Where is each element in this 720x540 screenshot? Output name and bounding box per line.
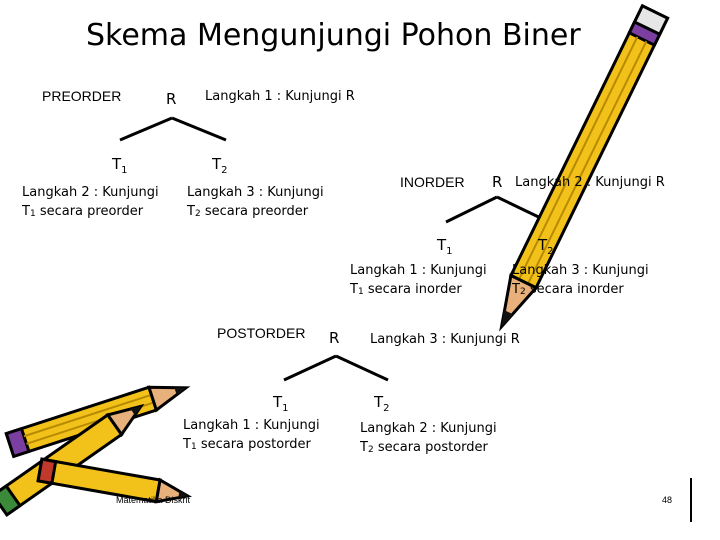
postorder-root-step: Langkah 3 : Kunjungi R xyxy=(370,330,520,349)
postorder-edge-left xyxy=(284,356,336,380)
preorder-edge-right xyxy=(172,118,226,140)
postorder-edge-right xyxy=(336,356,388,380)
preorder-edges xyxy=(120,118,226,140)
footer-divider xyxy=(690,478,692,522)
postorder-left-step: Langkah 1 : Kunjungi T1 secara postorder xyxy=(183,416,320,457)
postorder-left-node: T1 xyxy=(273,393,289,414)
postorder-label: POSTORDER xyxy=(217,325,305,341)
inorder-left-node: T1 xyxy=(437,236,453,257)
inorder-edge-left xyxy=(446,197,497,222)
inorder-left-step: Langkah 1 : Kunjungi T1 secara inorder xyxy=(350,261,487,302)
inorder-label: INORDER xyxy=(400,174,465,190)
postorder-right-step: Langkah 2 : Kunjungi T2 secara postorder xyxy=(360,419,497,460)
inorder-right-step: Langkah 3 : Kunjungi T2 secara inorder xyxy=(512,261,649,302)
page-title: Skema Mengunjungi Pohon Biner xyxy=(86,18,581,53)
inorder-root-step: Langkah 2 : Kunjungi R xyxy=(515,173,665,192)
inorder-edges xyxy=(446,197,549,222)
inorder-right-node: T2 xyxy=(538,236,554,257)
preorder-edge-left xyxy=(120,118,172,140)
preorder-root-node: R xyxy=(166,90,176,108)
postorder-root-node: R xyxy=(329,329,339,347)
inorder-root-node: R xyxy=(492,173,502,191)
footer-course: Matematika Diskrit xyxy=(116,495,190,505)
preorder-left-step: Langkah 2 : Kunjungi T1 secara preorder xyxy=(22,183,159,224)
page-number: 48 xyxy=(662,495,672,505)
preorder-right-step: Langkah 3 : Kunjungi T2 secara preorder xyxy=(187,183,324,224)
preorder-root-step: Langkah 1 : Kunjungi R xyxy=(205,87,355,106)
preorder-left-node: T1 xyxy=(112,155,128,176)
preorder-right-node: T2 xyxy=(212,155,228,176)
postorder-right-node: T2 xyxy=(374,393,390,414)
preorder-label: PREORDER xyxy=(42,88,121,104)
postorder-edges xyxy=(284,356,388,380)
